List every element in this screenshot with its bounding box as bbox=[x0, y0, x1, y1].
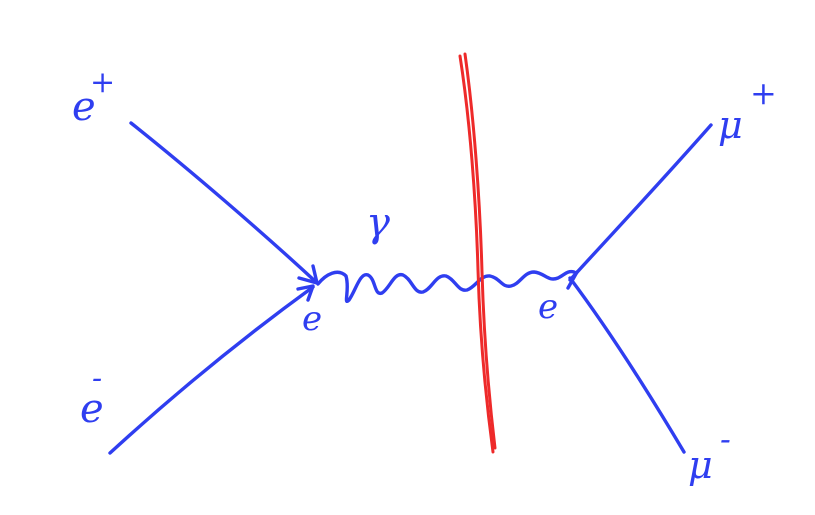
photon-label: γ bbox=[366, 200, 390, 246]
muon-minus-outgoing-line bbox=[568, 276, 686, 454]
electron-arrowhead bbox=[296, 284, 315, 302]
muon-plus-outgoing-line bbox=[568, 123, 713, 282]
photon-wavy-line bbox=[316, 269, 576, 303]
electron-label: e bbox=[80, 386, 104, 432]
positron-label: e bbox=[72, 84, 96, 130]
muon-plus-label: μ bbox=[718, 103, 743, 147]
right-vertex-label: e bbox=[538, 287, 558, 327]
right-vertex-tick bbox=[566, 270, 579, 290]
cutkosky-cut-line bbox=[458, 54, 495, 454]
muon-minus-label: μ bbox=[688, 443, 713, 487]
positron-incoming-line bbox=[129, 121, 318, 284]
muon-minus-charge-label: - bbox=[720, 420, 731, 458]
muon-plus-charge-label: + bbox=[750, 74, 777, 112]
positron-charge-label: + bbox=[90, 65, 115, 100]
electron-charge-label: - bbox=[92, 361, 102, 396]
left-vertex-label: e bbox=[302, 299, 322, 339]
cutkosky-cut-line-stroke bbox=[463, 52, 497, 450]
electron-incoming-line bbox=[108, 285, 315, 455]
